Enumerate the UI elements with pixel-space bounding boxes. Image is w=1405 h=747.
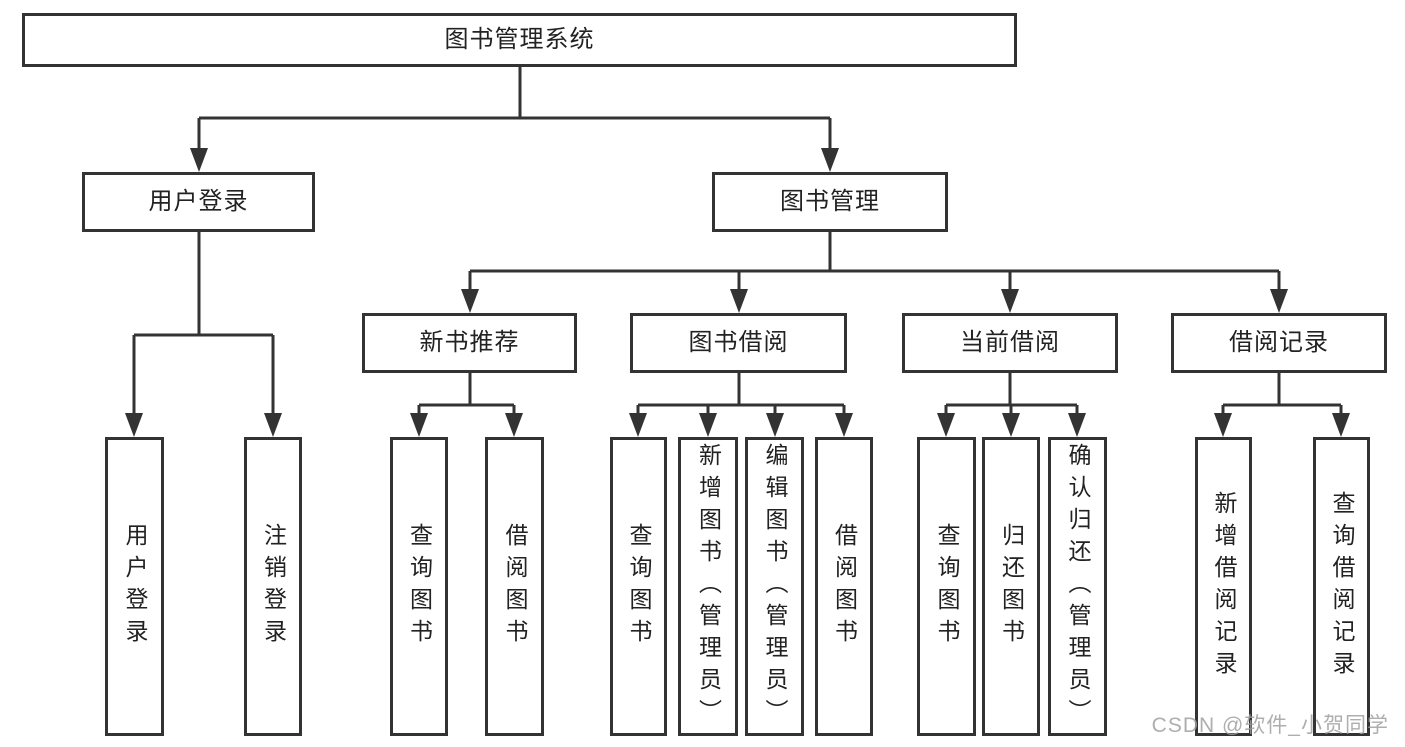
leaf-add-borrow-record: 新增借阅记录: [1195, 437, 1252, 736]
csdn-watermark: CSDN @软件_小贺同学: [1151, 714, 1389, 737]
node-system-root: 图书管理系统: [22, 13, 1017, 67]
node-user-login: 用户登录: [82, 172, 315, 232]
leaf-query-borrow-record: 查询借阅记录: [1313, 437, 1370, 736]
leaf-user-login: 用户登录: [105, 437, 164, 736]
leaf-add-books-admin: 新增图书（管理员）: [678, 437, 738, 736]
leaf-edit-books-admin: 编辑图书（管理员）: [745, 437, 804, 736]
leaf-query-books-current: 查询图书: [917, 437, 976, 736]
node-borrow-records: 借阅记录: [1171, 313, 1387, 373]
leaf-logout: 注销登录: [244, 437, 302, 736]
node-current-borrow: 当前借阅: [902, 313, 1118, 373]
node-book-borrow: 图书借阅: [630, 313, 847, 373]
node-new-book-recommend: 新书推荐: [362, 313, 577, 373]
leaf-return-books: 归还图书: [982, 437, 1040, 736]
leaf-borrow-books: 借阅图书: [815, 437, 873, 736]
node-book-management: 图书管理: [712, 172, 948, 232]
leaf-confirm-return-admin: 确认归还（管理员）: [1048, 437, 1107, 736]
leaf-borrow-books-recommend: 借阅图书: [485, 437, 544, 736]
leaf-query-books-borrow: 查询图书: [610, 437, 667, 736]
leaf-query-books-recommend: 查询图书: [390, 437, 448, 736]
